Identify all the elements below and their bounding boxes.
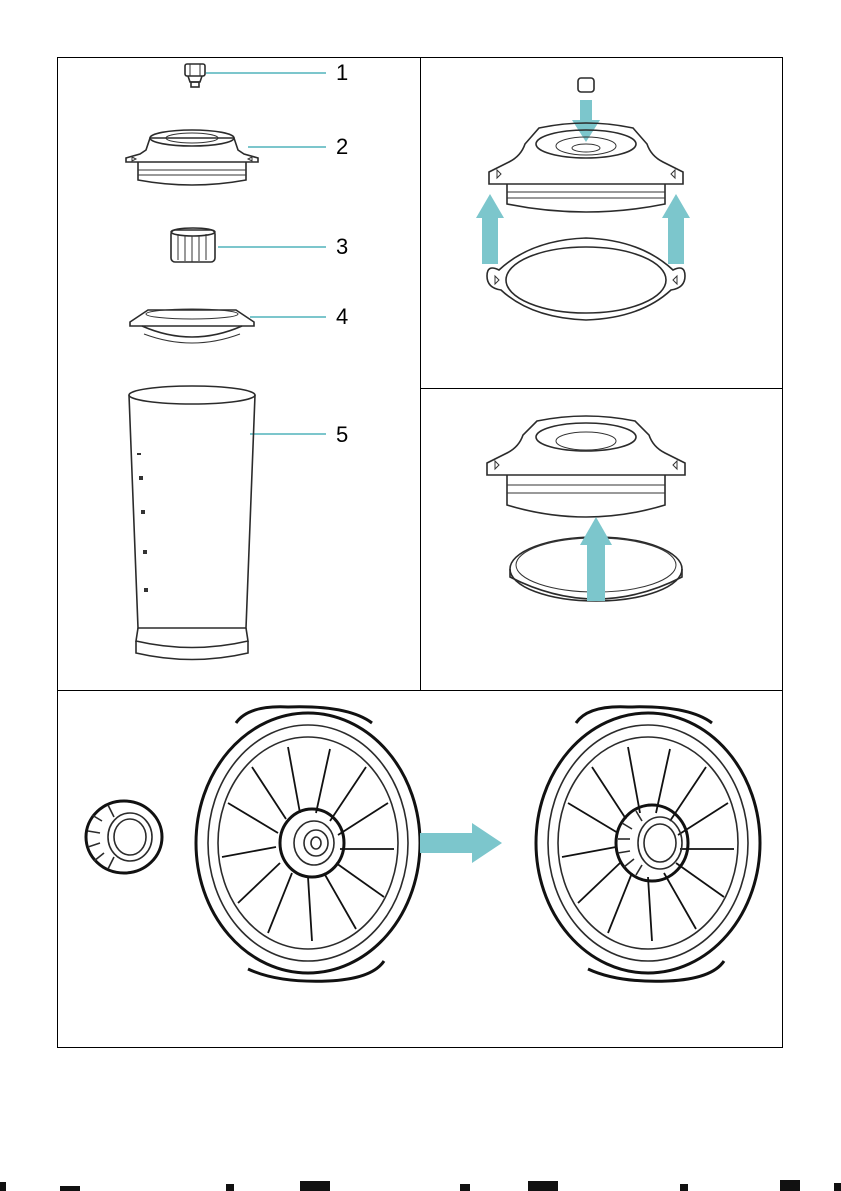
lid-assembly-panel bbox=[420, 57, 783, 389]
part-number-3: 3 bbox=[336, 236, 348, 258]
part-number-1: 1 bbox=[336, 62, 348, 84]
page-edge-artifact bbox=[0, 1178, 841, 1191]
blade-coupler-panel bbox=[57, 690, 783, 1048]
lid-seal-ring-icon bbox=[421, 389, 784, 692]
down-arrow-icon bbox=[572, 100, 600, 142]
blade-unit-icon bbox=[130, 309, 254, 343]
beaker-jug-icon bbox=[129, 386, 255, 660]
nut-icon bbox=[185, 64, 205, 87]
parts-exploded-view bbox=[58, 58, 422, 692]
up-arrow-icon bbox=[580, 517, 612, 601]
part-number-2: 2 bbox=[336, 136, 348, 158]
lid-icon bbox=[126, 130, 258, 185]
lid-assembly-up-arrows-icon bbox=[421, 58, 784, 390]
right-arrow-icon bbox=[420, 823, 502, 863]
coupler-icon bbox=[86, 801, 162, 873]
part-number-4: 4 bbox=[336, 306, 348, 328]
lid-seal-panel bbox=[420, 388, 783, 691]
coupler-icon bbox=[171, 228, 215, 262]
parts-panel: 1 2 3 4 5 bbox=[57, 57, 421, 691]
blade-coupler-insert-icon bbox=[58, 691, 784, 1049]
blade-disc-icon bbox=[196, 707, 420, 981]
blade-disc-with-coupler-icon bbox=[536, 707, 760, 981]
part-number-5: 5 bbox=[336, 424, 348, 446]
